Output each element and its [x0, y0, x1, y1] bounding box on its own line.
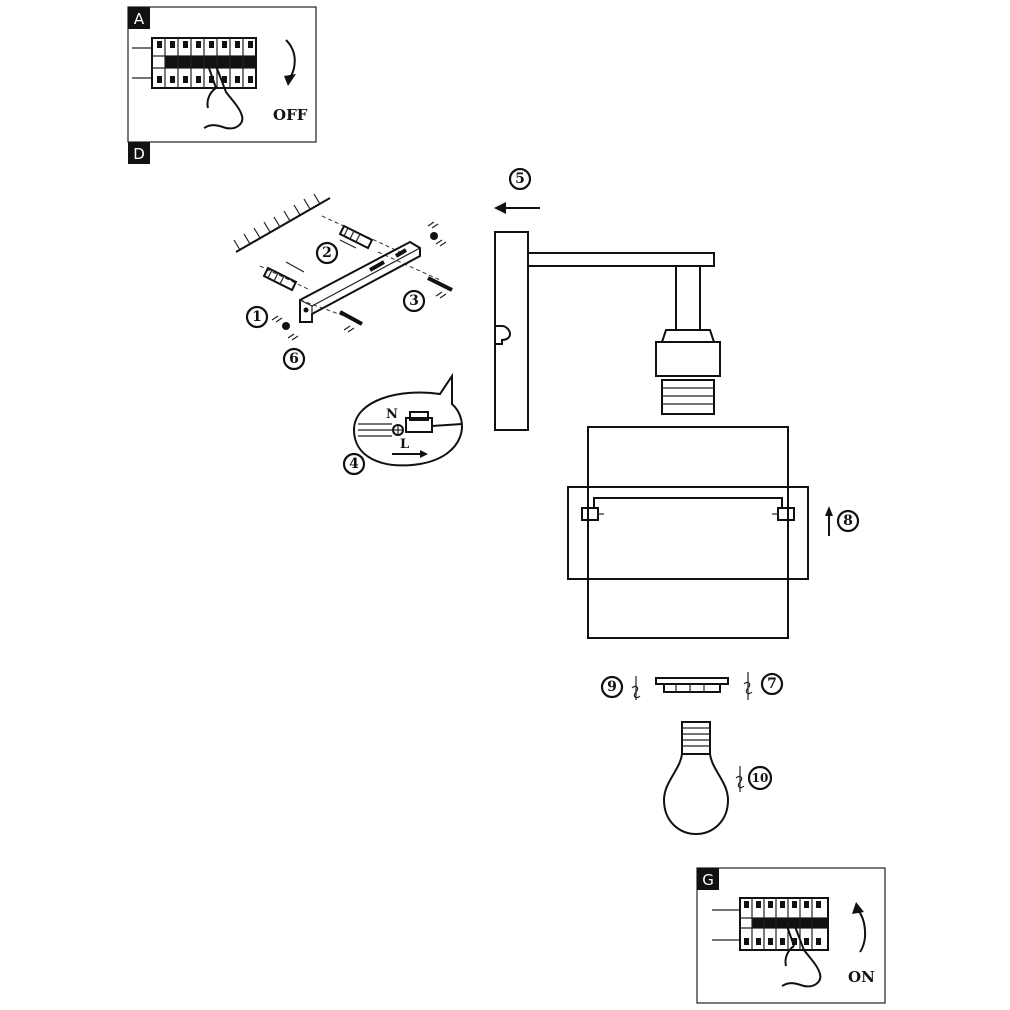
panel-tag-d-text: D: [133, 145, 145, 163]
svg-text:8: 8: [843, 513, 853, 529]
step-marker-7: 7: [760, 672, 784, 696]
step-marker-3: 3: [402, 289, 426, 313]
shade-ring: [631, 672, 753, 700]
step-marker-4: 4: [342, 452, 366, 476]
wall-mount-section: [233, 193, 453, 341]
switch-off-label: OFF: [273, 106, 308, 124]
panel-tag-a: [128, 7, 150, 29]
svg-text:10: 10: [752, 771, 769, 785]
breaker-bank-icon: [712, 897, 829, 951]
arrow-up-icon: [825, 506, 833, 536]
lamp-arm: [528, 252, 715, 267]
rotate-icon: [735, 766, 745, 792]
back-plate: [494, 231, 529, 431]
neutral-label: N: [386, 407, 398, 422]
hand-icon: [203, 60, 244, 130]
hand-icon: [781, 918, 822, 988]
wiring-callout: N L: [352, 372, 463, 467]
step-marker-5: 5: [508, 167, 532, 191]
lamp-shade: [567, 426, 833, 639]
svg-text:7: 7: [767, 676, 777, 692]
lamp-arm-assembly: [494, 202, 721, 431]
arrow-down-icon: [284, 39, 296, 86]
panel-tag-g-text: G: [702, 871, 714, 889]
panel-switch-off: A D: [127, 6, 317, 164]
svg-text:3: 3: [409, 293, 419, 309]
mounting-bracket-icon: [299, 240, 421, 323]
arrow-left-icon: [494, 202, 540, 214]
breaker-bank-icon: [132, 37, 257, 89]
panel-tag-g: [697, 868, 719, 890]
panel-tag-a-text: A: [134, 10, 145, 28]
live-label: L: [400, 437, 409, 452]
svg-text:4: 4: [349, 456, 359, 472]
svg-text:6: 6: [289, 351, 299, 367]
panel-switch-on: G: [696, 867, 886, 1004]
step-marker-2: 2: [315, 241, 339, 265]
svg-text:2: 2: [322, 245, 332, 261]
step-marker-1: 1: [245, 305, 269, 329]
step-marker-10: 10: [747, 765, 773, 791]
step-marker-8: 8: [836, 509, 860, 533]
switch-on-label: ON: [848, 968, 875, 986]
step-marker-9: 9: [600, 675, 624, 699]
wall-plug-icon: [262, 224, 374, 292]
svg-text:9: 9: [607, 679, 617, 695]
svg-text:1: 1: [252, 309, 262, 325]
svg-text:5: 5: [515, 171, 525, 187]
lamp-socket: [660, 329, 716, 343]
panel-tag-d: [128, 142, 150, 164]
light-bulb-icon: [662, 721, 745, 836]
step-marker-6: 6: [282, 347, 306, 371]
arrow-up-icon: [852, 902, 866, 953]
rotate-icon: [631, 672, 753, 700]
screw-icon: [282, 232, 453, 330]
